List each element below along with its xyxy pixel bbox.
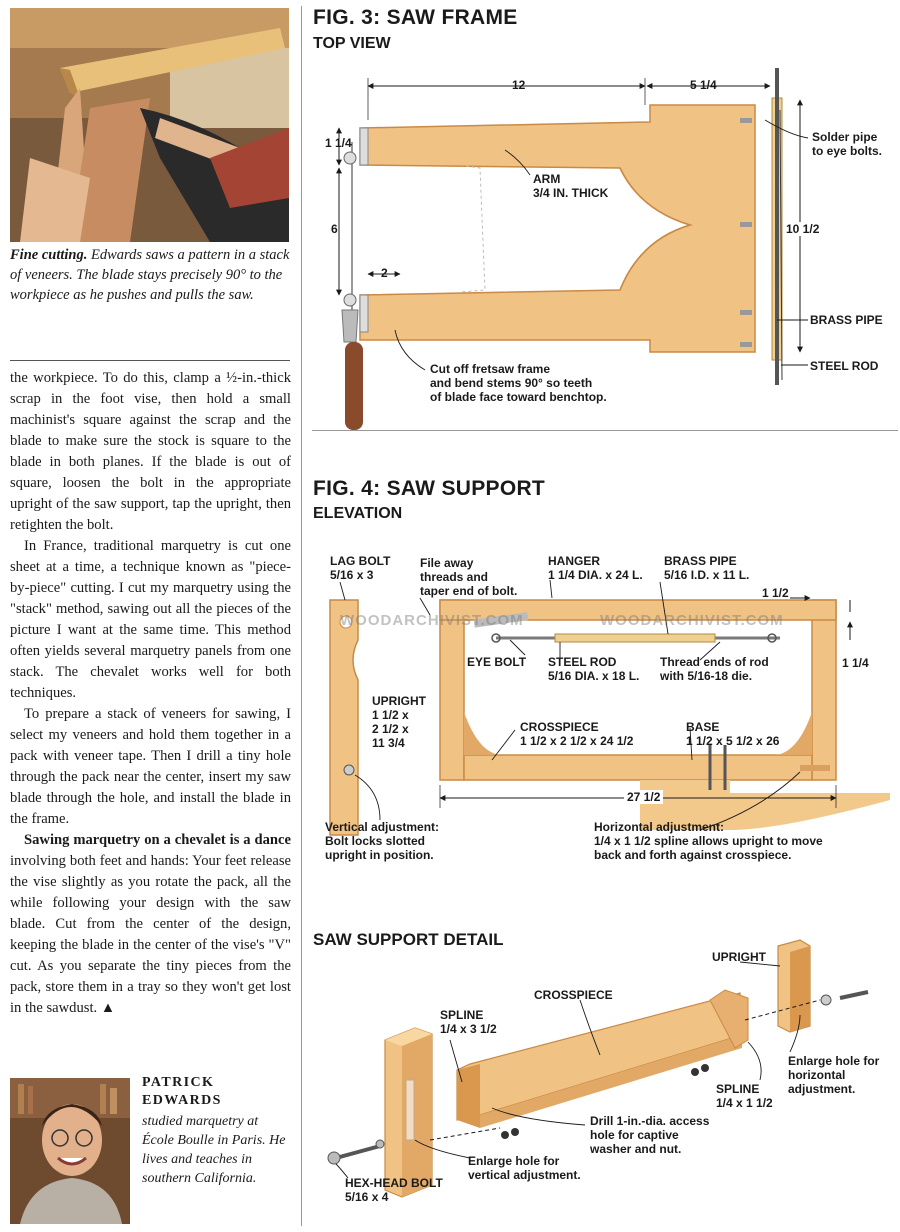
- article-paragraph: the workpiece. To do this, clamp a ½-in.…: [10, 370, 291, 533]
- divider: [10, 360, 290, 361]
- caption-text: Edwards saws a pattern in a stack of ven…: [10, 247, 290, 303]
- fig4-title: FIG. 4: SAW SUPPORT: [313, 477, 546, 500]
- photo-caption: Fine cutting. Edwards saws a pattern in …: [10, 245, 295, 305]
- fig3-dim-10-1-2: 10 1/2: [786, 222, 820, 236]
- detail-exploded-view: [327, 939, 869, 1198]
- detail-spline-left-label: SPLINE 1/4 x 3 1/2: [440, 1008, 497, 1036]
- fig3-solder-label: Solder pipe to eye bolts.: [812, 130, 883, 158]
- column-divider: [301, 6, 302, 1226]
- fig4-base-label: BASE 1 1/2 x 5 1/2 x 26: [686, 720, 780, 748]
- detail-spline-right-label: SPLINE 1/4 x 1 1/2: [716, 1082, 773, 1110]
- author-bio-text: studied marquetry at École Boulle in Par…: [142, 1114, 286, 1186]
- paragraph-text: involving both feet and hands: Your feet…: [10, 853, 291, 1016]
- fig4-horizontal-adjustment: Horizontal adjustment: 1/4 x 1 1/2 splin…: [594, 820, 823, 862]
- saw-photo: [10, 8, 289, 242]
- author-last-name: EDWARDS: [142, 1093, 222, 1108]
- fig4-dim-27-1-2: 27 1/2: [624, 790, 664, 804]
- detail-upright-label: UPRIGHT: [712, 950, 766, 964]
- fig3-steel-rod-label: STEEL ROD: [810, 359, 879, 373]
- detail-crosspiece-label: CROSSPIECE: [534, 988, 613, 1002]
- fig4-hanger-label: HANGER 1 1/4 DIA. x 24 L.: [548, 554, 643, 582]
- fig4-dim-1-1-4: 1 1/4: [842, 656, 869, 670]
- fig4-file-away-label: File away threads and taper end of bolt.: [420, 556, 518, 598]
- fig4-eye-bolt-label: EYE BOLT: [467, 655, 527, 669]
- watermark: WOODARCHIVIST.COM: [340, 612, 524, 629]
- author-portrait: [10, 1078, 130, 1224]
- fig4-subtitle: ELEVATION: [313, 505, 403, 522]
- fig3-dim-1-1-4: 1 1/4: [325, 136, 352, 150]
- caption-lead: Fine cutting.: [10, 247, 88, 263]
- fig3-dim-5-1-4: 5 1/4: [690, 78, 717, 92]
- fig3-brass-pipe-label: BRASS PIPE: [810, 313, 883, 327]
- saw-photo-illustration: [10, 8, 289, 242]
- fig3-dim-12: 12: [512, 78, 526, 92]
- detail-drill-label: Drill 1-in.-dia. access hole for captive…: [590, 1114, 710, 1156]
- fig4-brass-pipe-label: BRASS PIPE 5/16 I.D. x 11 L.: [664, 554, 750, 582]
- fig4-vertical-adjustment: Vertical adjustment: Bolt locks slotted …: [325, 820, 440, 862]
- detail-enlarge-vertical-label: Enlarge hole for vertical adjustment.: [468, 1154, 581, 1182]
- article-paragraph: In France, traditional marquetry is cut …: [10, 538, 291, 701]
- fig3-saw-frame: [336, 68, 809, 430]
- article-paragraph: Sawing marquetry on a chevalet is a danc…: [10, 830, 291, 1019]
- fig4-dim-1-1-2: 1 1/2: [762, 586, 789, 600]
- fig4-saw-support: [329, 579, 890, 836]
- fig3-arm-label: ARM 3/4 IN. THICK: [533, 172, 609, 200]
- fig4-lag-bolt-label: LAG BOLT 5/16 x 3: [330, 554, 391, 582]
- article-paragraph: To prepare a stack of veneers for sawing…: [10, 706, 291, 827]
- fig3-dim-2: 2: [381, 266, 388, 280]
- author-first-name: PATRICK: [142, 1075, 215, 1090]
- fig3-cut-off-note: Cut off fretsaw frame and bend stems 90°…: [430, 362, 607, 404]
- author-bio: PATRICK EDWARDS studied marquetry at Éco…: [142, 1074, 292, 1188]
- fig4-crosspiece-label: CROSSPIECE 1 1/2 x 2 1/2 x 24 1/2: [520, 720, 634, 748]
- fig3-title: FIG. 3: SAW FRAME: [313, 6, 518, 29]
- fig3-subtitle: TOP VIEW: [313, 35, 391, 52]
- fig3-dim-6: 6: [331, 222, 338, 236]
- detail-hex-bolt-label: HEX-HEAD BOLT 5/16 x 4: [345, 1176, 443, 1204]
- detail-title: SAW SUPPORT DETAIL: [313, 930, 504, 949]
- fig4-upright-label: UPRIGHT 1 1/2 x 2 1/2 x 11 3/4: [372, 694, 426, 750]
- fig4-thread-ends-label: Thread ends of rod with 5/16-18 die.: [660, 655, 769, 683]
- article-body: the workpiece. To do this, clamp a ½-in.…: [10, 368, 291, 1019]
- paragraph-lead: Sawing marquetry on a chevalet is a danc…: [24, 832, 291, 848]
- author-name: PATRICK EDWARDS: [142, 1074, 292, 1110]
- figure-divider: [312, 430, 898, 431]
- author-portrait-illustration: [10, 1078, 130, 1224]
- watermark: WOODARCHIVIST.COM: [600, 612, 784, 629]
- detail-enlarge-horizontal-label: Enlarge hole for horizontal adjustment.: [788, 1054, 880, 1096]
- fig4-steel-rod-label: STEEL ROD 5/16 DIA. x 18 L.: [548, 655, 640, 683]
